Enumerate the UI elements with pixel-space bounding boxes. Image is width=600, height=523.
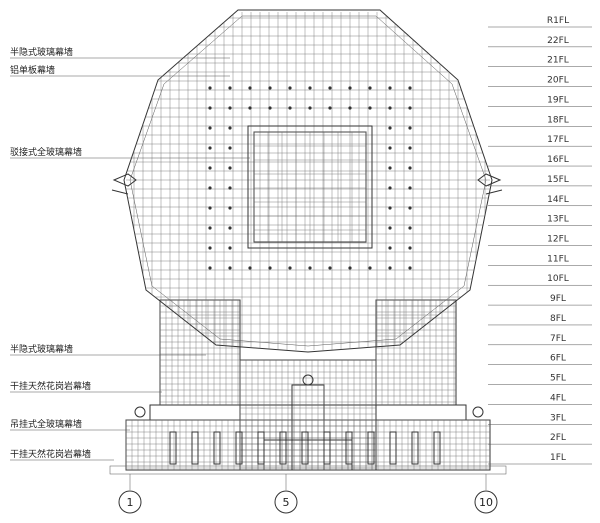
note-aluminium-panel: 铝单板幕墙: [10, 64, 55, 76]
axis-label: 1: [127, 496, 134, 509]
floor-levels: R1FL 22FL 21FL 20FL 19FL 18FL 17FL 16FL 15FL 14FL…: [488, 16, 592, 465]
note-dry-hang-granite-upper: 干挂天然花岗岩幕墙: [10, 380, 91, 392]
floor-label: 19FL: [547, 95, 569, 105]
entrance-globe: [302, 374, 314, 386]
note-semi-hidden-glass-top: 半隐式玻璃幕墙: [10, 46, 73, 58]
floor-label: 18FL: [547, 115, 569, 125]
podium: [109, 299, 507, 475]
floor-label: 13FL: [547, 215, 569, 225]
floor-label: 1FL: [550, 453, 566, 463]
axis-label: 10: [479, 496, 493, 509]
floor-label: 3FL: [550, 413, 566, 423]
axis-bubble: [274, 490, 298, 514]
axis-bubble: [118, 490, 142, 514]
floor-label: 5FL: [550, 374, 566, 384]
material-notes: 半隐式玻璃幕墙铝单板幕墙驳接式全玻璃幕墙半隐式玻璃幕墙干挂天然花岗岩幕墙吊挂式全…: [10, 46, 250, 461]
floor-label: 6FL: [550, 354, 566, 364]
floor-label: 21FL: [547, 56, 569, 66]
axis-bubble: [474, 490, 498, 514]
axis-label: 5: [283, 496, 290, 509]
floor-label: R1FL: [547, 16, 569, 26]
floor-label: 22FL: [547, 36, 569, 46]
floor-label: 17FL: [547, 135, 569, 145]
floor-label: 15FL: [547, 175, 569, 185]
note-dry-hang-granite-lower: 干挂天然花岗岩幕墙: [10, 448, 91, 460]
podium-globe-left: [134, 406, 146, 418]
ornament-right: [477, 173, 503, 195]
ornament-left: [111, 173, 137, 195]
floor-label: 10FL: [547, 274, 569, 284]
tower-crown: [123, 9, 493, 353]
note-semi-hidden-glass-lower: 半隐式玻璃幕墙: [10, 343, 73, 355]
floor-label: 16FL: [547, 155, 569, 165]
floor-label: 7FL: [550, 334, 566, 344]
floor-label: 2FL: [550, 433, 566, 443]
floor-label: 14FL: [547, 195, 569, 205]
note-point-fixed-glass: 驳接式全玻璃幕墙: [10, 146, 82, 158]
floor-label: 11FL: [547, 254, 569, 264]
floor-label: 4FL: [550, 393, 566, 403]
floor-label: 12FL: [547, 235, 569, 245]
note-suspended-glass: 吊挂式全玻璃幕墙: [10, 418, 82, 430]
floor-label: 8FL: [550, 314, 566, 324]
floor-label: 9FL: [550, 294, 566, 304]
podium-globe-right: [472, 406, 484, 418]
floor-label: 20FL: [547, 76, 569, 86]
